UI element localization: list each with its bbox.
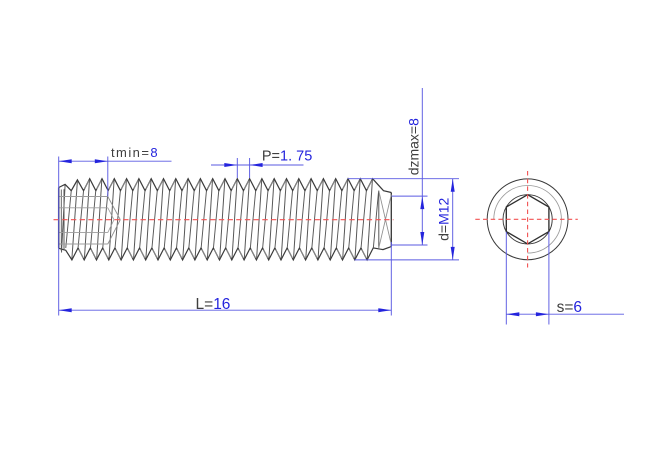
svg-text:s=6: s=6 <box>557 299 582 316</box>
svg-text:dzmax=8: dzmax=8 <box>406 118 422 175</box>
svg-text:d=M12: d=M12 <box>436 197 452 240</box>
svg-text:P=1. 75: P=1. 75 <box>262 148 312 164</box>
svg-text:tmin=8: tmin=8 <box>111 145 159 160</box>
svg-text:L=16: L=16 <box>196 296 231 313</box>
